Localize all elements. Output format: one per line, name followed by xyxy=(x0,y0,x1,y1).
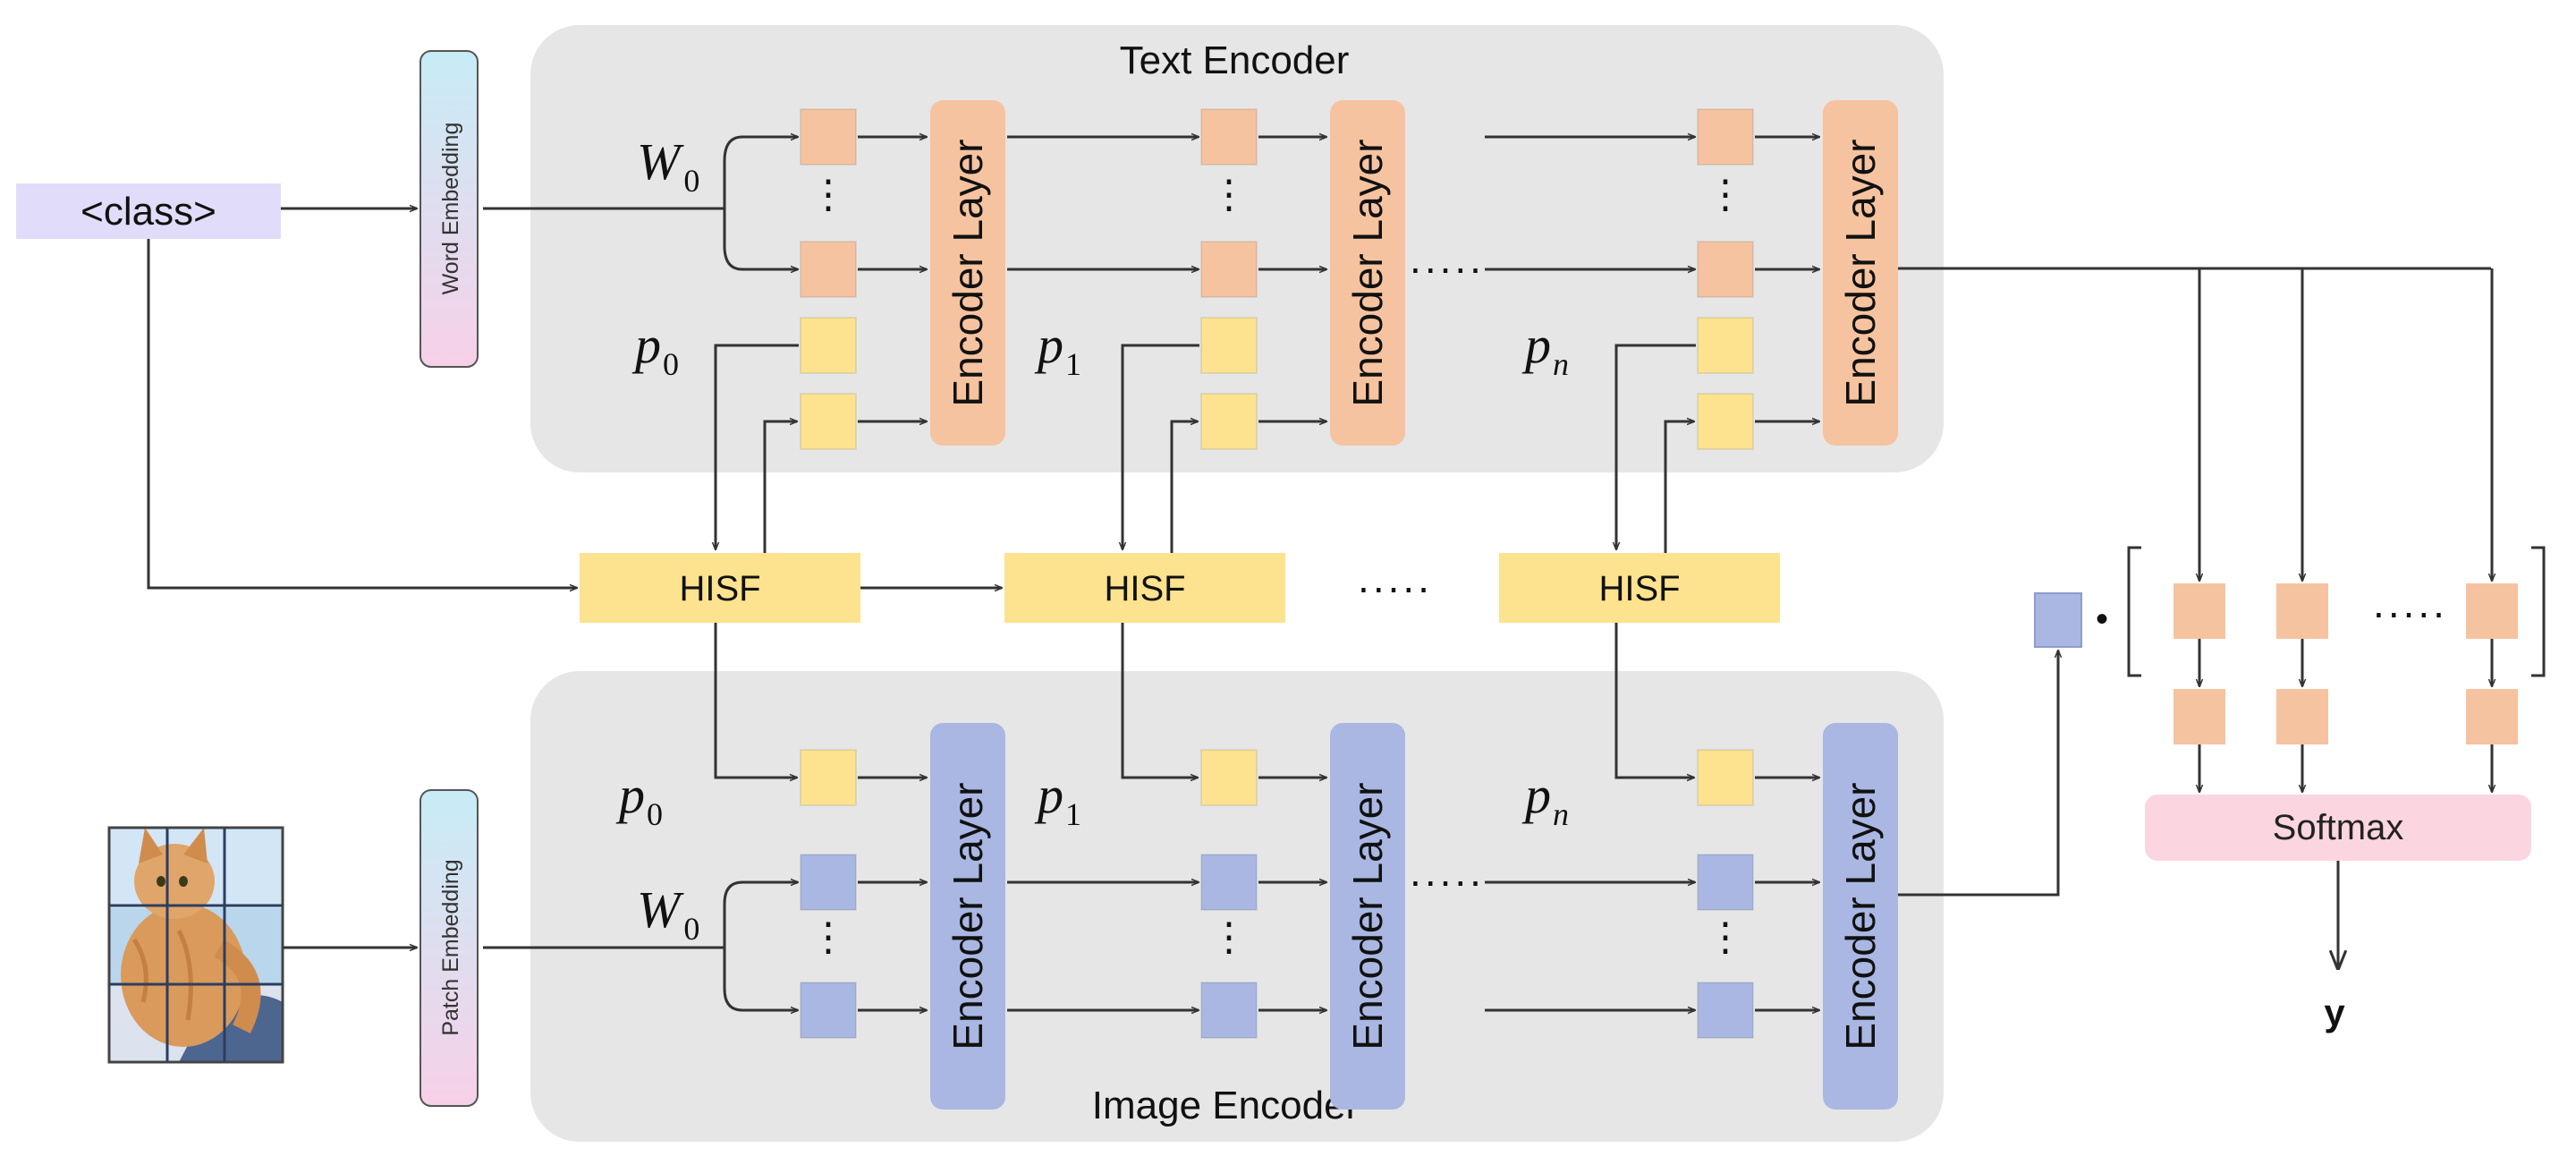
image-token-vdots-1: ⋮ xyxy=(1209,915,1249,959)
text-encoder-layer-0 xyxy=(930,100,1005,446)
image-encoder-layer-1-label: Encoder Layer xyxy=(1344,782,1391,1050)
prompt-to-hisf-arrow-0 xyxy=(716,344,799,549)
image-encoder-layer-2 xyxy=(1823,723,1898,1110)
prompt-to-hisf-arrow-1 xyxy=(1123,344,1199,549)
image-encoder-layer-1 xyxy=(1330,723,1405,1110)
softmax-label: Softmax xyxy=(2273,808,2404,847)
word-embedding-label: Word Embedding xyxy=(438,123,463,295)
class-score-token-1 xyxy=(2276,689,2328,744)
image-prompt-token-1 xyxy=(1200,749,1258,806)
text-token-bottom-1 xyxy=(1200,241,1258,298)
class-input-label: <class> xyxy=(80,190,216,234)
output-label: y xyxy=(2324,991,2345,1033)
text-token-vdots-1: ⋮ xyxy=(1209,173,1249,217)
image-layer-ellipsis: ..... xyxy=(1410,848,1485,895)
text-prompt-p1: p1 xyxy=(1034,316,1081,382)
class-feature-token-1 xyxy=(2276,583,2328,639)
image-output-arrow xyxy=(1898,651,2058,897)
image-token-vdots-0: ⋮ xyxy=(809,915,848,959)
patch-embedding-label: Patch Embedding xyxy=(438,859,463,1035)
text-prompt-token-top-1 xyxy=(1200,317,1258,374)
text-token-bottom-0 xyxy=(800,241,857,298)
image-encoder-layer-0 xyxy=(930,723,1005,1110)
image-prompt-p1: p1 xyxy=(1034,766,1081,832)
prompt-to-hisf-arrow-2 xyxy=(1616,344,1696,549)
dot-product-symbol: • xyxy=(2096,600,2108,639)
image-token-top-2 xyxy=(1697,854,1754,911)
class-feature-ellipsis: ..... xyxy=(2373,580,2448,626)
text-encoder-title: Text Encoder xyxy=(1120,38,1350,82)
class-feature-token-2 xyxy=(2466,583,2518,639)
hisf-to-text-prompt-arrow-0 xyxy=(763,421,797,553)
hisf-block-n xyxy=(1499,553,1780,623)
text-token-vdots-2: ⋮ xyxy=(1706,173,1745,217)
class-input-box xyxy=(16,183,281,239)
text-token-top-1 xyxy=(1200,108,1258,166)
text-token-top-0 xyxy=(800,108,857,166)
diagram-elements: ⋮ Encoder Layer ⋮ Encoder Layer ⋮ Encoder Lay… xyxy=(147,100,2518,1110)
text-encoder-layer-1-label: Encoder Layer xyxy=(1344,139,1391,406)
image-token-bottom-1 xyxy=(1200,982,1258,1039)
softmax-block xyxy=(2145,795,2531,861)
input-image-frame xyxy=(107,826,284,1064)
text-token-vdots-0: ⋮ xyxy=(809,173,848,217)
text-encoder-layer-2 xyxy=(1823,100,1898,446)
image-prompt-token-0 xyxy=(800,749,857,806)
image-feature-token xyxy=(2034,592,2082,648)
right-bracket xyxy=(2531,546,2546,677)
hisf-to-image-prompt-arrow-0 xyxy=(714,623,797,778)
class-score-token-2 xyxy=(2466,689,2518,744)
text-prompt-token-bottom-2 xyxy=(1697,393,1754,450)
hisf-label-1: HISF xyxy=(679,569,760,608)
hisf-ellipsis: ..... xyxy=(1358,555,1433,601)
image-token-top-1 xyxy=(1200,854,1258,911)
text-prompt-token-bottom-0 xyxy=(800,393,857,450)
text-prompt-p0: p0 xyxy=(631,316,679,382)
image-prompt-token-2 xyxy=(1697,749,1754,806)
input-image-thumbnail xyxy=(109,828,283,1062)
left-bracket xyxy=(2127,546,2141,677)
hisf-to-image-prompt-arrow-1 xyxy=(1121,623,1198,778)
word-embedding-block xyxy=(419,50,479,368)
text-layer-ellipsis: ..... xyxy=(1410,235,1485,282)
hisf-to-text-prompt-arrow-1 xyxy=(1170,421,1198,553)
image-w0-bracket xyxy=(723,880,743,1012)
image-token-bottom-2 xyxy=(1697,982,1754,1039)
image-patch-grid xyxy=(109,828,283,1062)
hisf-block-1 xyxy=(580,553,860,623)
hisf-label-n: HISF xyxy=(1598,569,1680,608)
text-w0-bracket xyxy=(723,135,743,271)
image-token-top-0 xyxy=(800,854,857,911)
image-prompt-pn: pn xyxy=(1521,766,1569,832)
hisf-to-image-prompt-arrow-2 xyxy=(1614,623,1694,778)
class-score-token-0 xyxy=(2174,689,2225,744)
text-encoder-layer-0-label: Encoder Layer xyxy=(945,139,991,406)
text-prompt-token-top-2 xyxy=(1697,317,1754,374)
hisf-block-2 xyxy=(1004,553,1285,623)
image-encoder-title: Image Encoder xyxy=(1092,1084,1359,1127)
image-encoder-layer-0-label: Encoder Layer xyxy=(945,782,991,1050)
image-token-bottom-0 xyxy=(800,982,857,1039)
text-prompt-token-bottom-1 xyxy=(1200,393,1258,450)
text-token-top-2 xyxy=(1697,108,1754,166)
text-prompt-token-top-0 xyxy=(800,317,857,374)
patch-embedding-block xyxy=(419,789,479,1107)
text-prompt-pn: pn xyxy=(1521,316,1569,382)
class-to-hisf-arrow xyxy=(147,239,577,588)
hisf-to-text-prompt-arrow-2 xyxy=(1664,421,1694,553)
text-token-bottom-2 xyxy=(1697,241,1754,298)
image-encoder-layer-2-label: Encoder Layer xyxy=(1837,782,1884,1050)
image-prompt-p0: p0 xyxy=(615,766,663,832)
image-token-vdots-2: ⋮ xyxy=(1706,915,1745,959)
hisf-label-2: HISF xyxy=(1104,569,1185,608)
text-encoder-layer-2-label: Encoder Layer xyxy=(1837,139,1884,406)
text-encoder-layer-1 xyxy=(1330,100,1405,446)
class-feature-token-0 xyxy=(2174,583,2225,639)
